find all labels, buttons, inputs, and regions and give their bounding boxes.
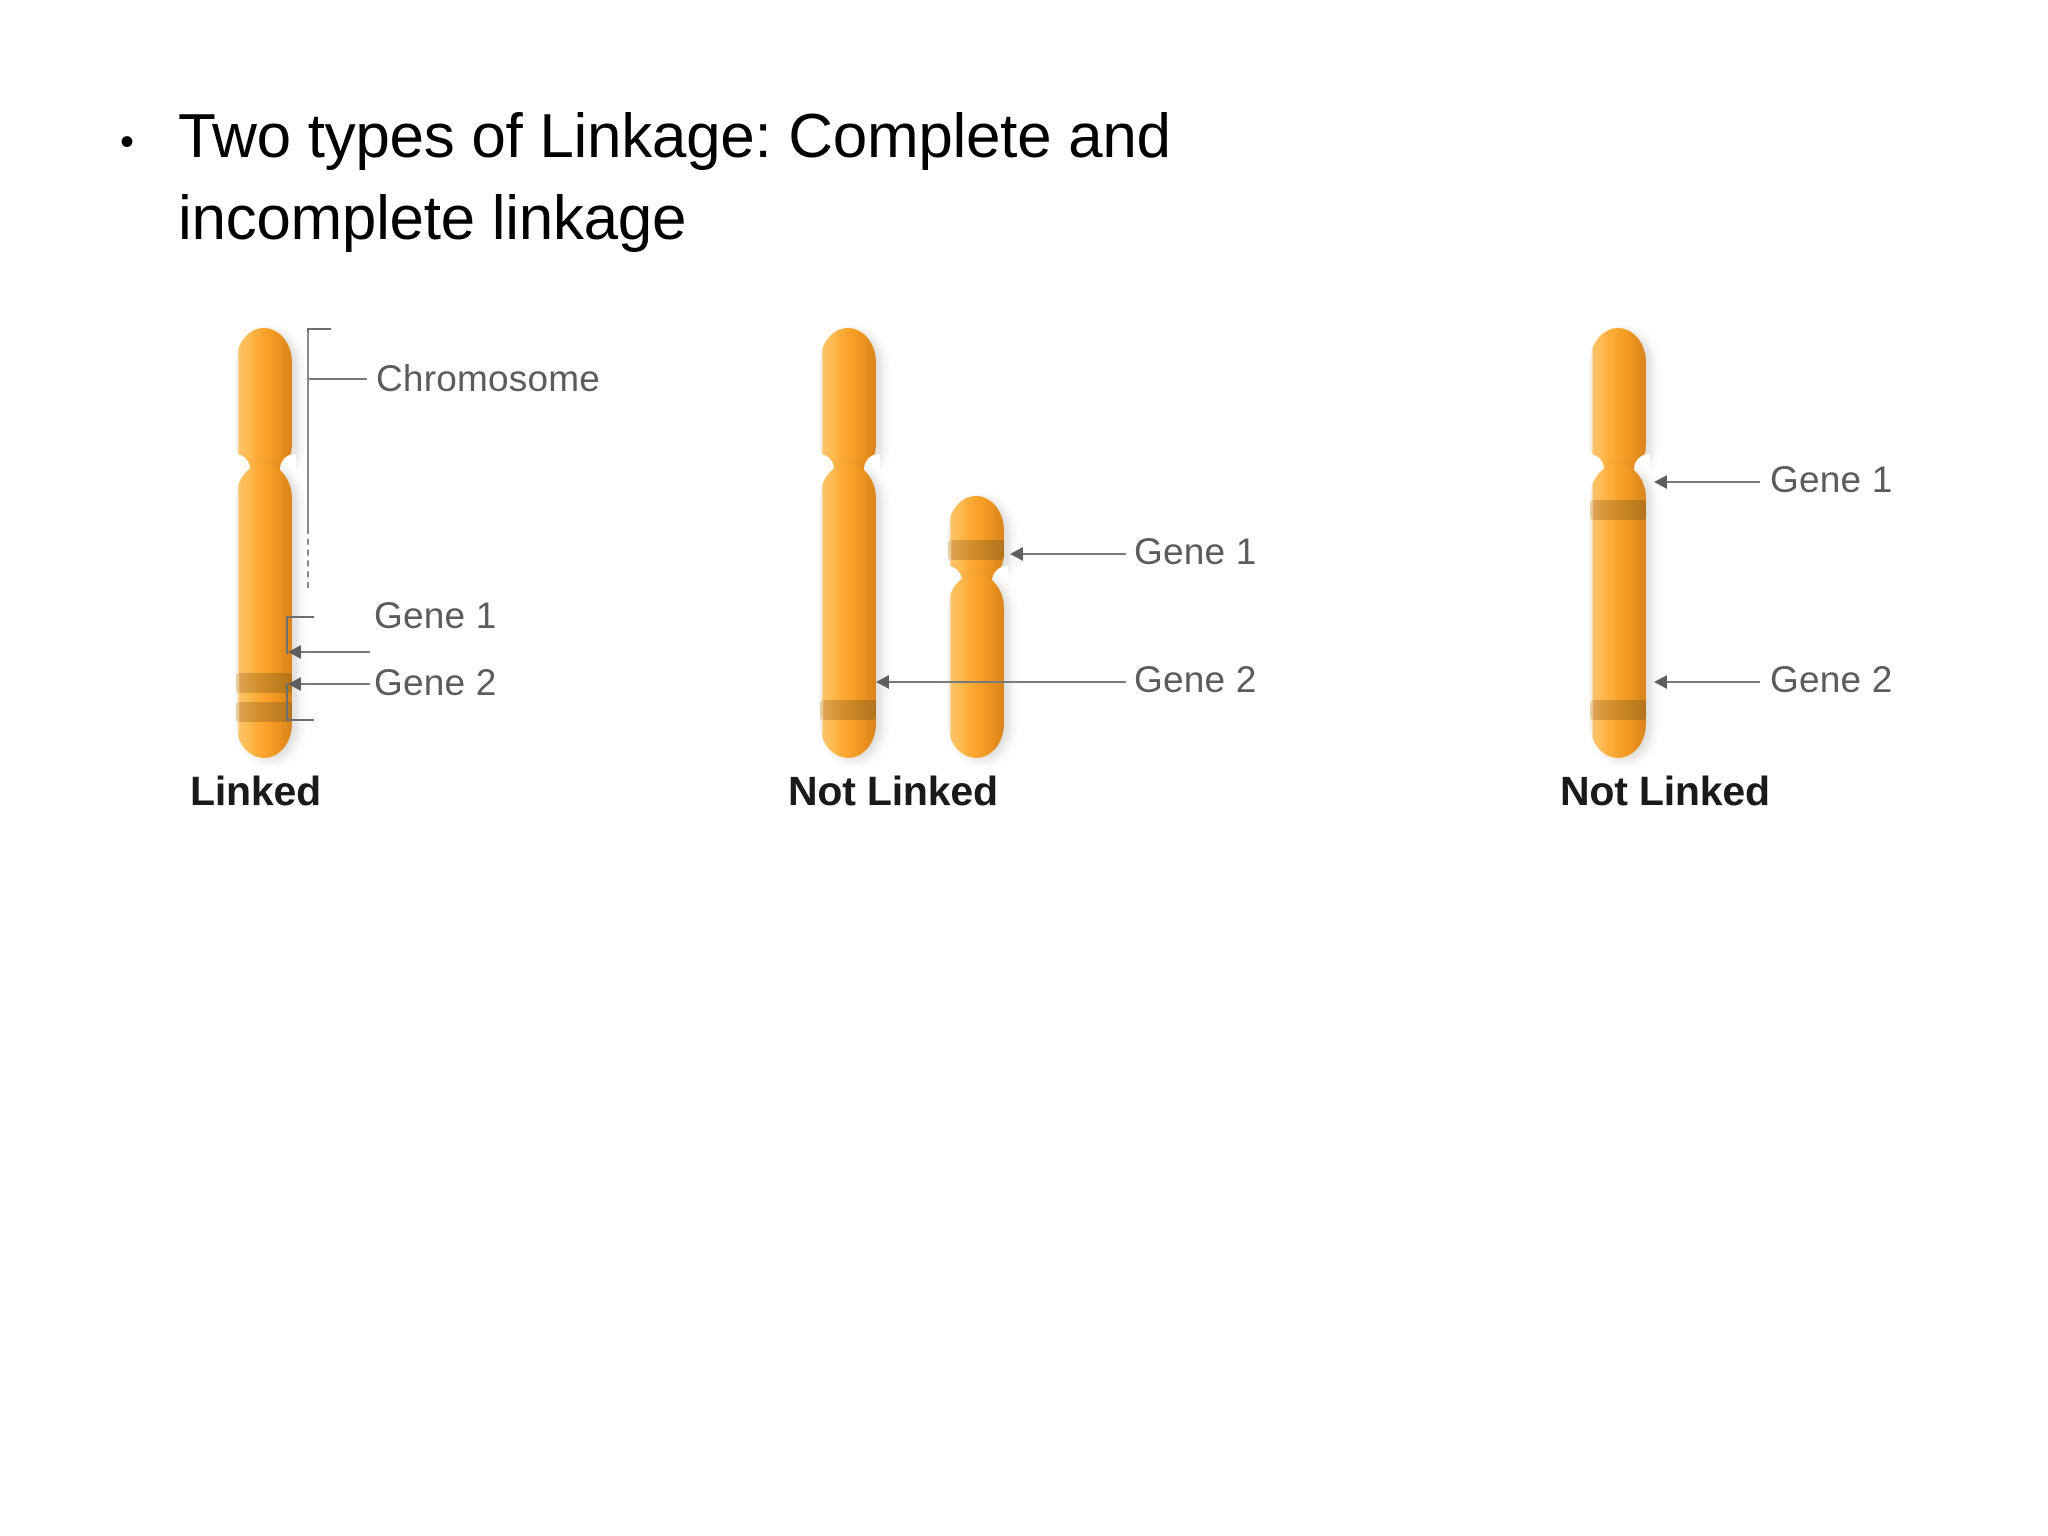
gene1-arrowhead-icon-3: [1654, 475, 1667, 489]
gene-band-2: [236, 702, 292, 722]
label-gene-1-panel3: Gene 1: [1770, 459, 1893, 500]
caption-not-linked-1: Not Linked: [788, 768, 998, 814]
label-gene-2-panel3: Gene 2: [1770, 659, 1893, 700]
gene2-hook: [286, 683, 314, 721]
gene-band-1: [236, 673, 292, 693]
page-title: Two types of Linkage: Complete and incom…: [178, 96, 1171, 261]
gene1-arrowhead-icon: [288, 645, 301, 659]
slide-title-block: • Two types of Linkage: Complete and inc…: [120, 96, 1600, 261]
chromosome-bracket-line: [307, 328, 309, 528]
title-line-1: Two types of Linkage: Complete and: [178, 102, 1171, 171]
chromosome-leader-line: [309, 378, 367, 380]
chromosome-bracket-line-dashed: [307, 528, 309, 588]
panel-linked: Chromosome Gene 1 Gene 2 Linked: [190, 300, 770, 1120]
chromosome-distant-genes: [1588, 328, 1650, 758]
linkage-diagram: Chromosome Gene 1 Gene 2 Linked: [0, 300, 2048, 1120]
gene-band-1-short: [948, 540, 1004, 560]
chromosome-linked: [234, 328, 296, 758]
caption-linked: Linked: [190, 768, 321, 814]
panel-not-linked-2: Gene 1 Gene 2 Not Linked: [1560, 300, 2040, 1120]
chromosome-distant-upper-arm: [1590, 328, 1646, 478]
gene2-arrowhead-icon-2: [876, 675, 889, 689]
label-gene-2: Gene 2: [374, 662, 497, 703]
gene-band-1-upper: [1590, 500, 1646, 520]
gene-band-2-long: [820, 700, 876, 720]
gene1-leader-line: [300, 651, 370, 653]
panel-not-linked-1: Gene 1 Gene 2 Not Linked: [788, 300, 1400, 1120]
gene-band-2-lower: [1590, 700, 1646, 720]
title-bullet-row: • Two types of Linkage: Complete and inc…: [120, 96, 1600, 261]
chromosome-short: [946, 496, 1008, 758]
chromosome-upper-arm: [236, 328, 292, 478]
gene2-arrowhead-icon: [288, 677, 301, 691]
gene1-leader-line-3: [1666, 481, 1760, 483]
chromosome-long-upper-arm: [820, 328, 876, 478]
chromosome-long: [818, 328, 880, 758]
gene1-arrowhead-icon-2: [1010, 547, 1023, 561]
gene2-leader-line-2: [888, 681, 1126, 683]
gene2-leader-line-3: [1666, 681, 1760, 683]
chromosome-short-lower-arm: [948, 574, 1004, 758]
label-gene-1: Gene 1: [374, 595, 497, 636]
label-chromosome: Chromosome: [376, 358, 601, 399]
label-gene-1-panel2: Gene 1: [1134, 531, 1257, 572]
title-line-2: incomplete linkage: [178, 184, 687, 254]
label-gene-2-panel2: Gene 2: [1134, 659, 1257, 700]
gene1-hook: [286, 616, 314, 654]
gene2-leader-line: [300, 683, 370, 685]
caption-not-linked-2: Not Linked: [1560, 768, 1770, 814]
bullet-icon: •: [120, 120, 135, 164]
gene2-arrowhead-icon-3: [1654, 675, 1667, 689]
gene1-leader-line-2: [1022, 553, 1126, 555]
chromosome-bracket-top: [307, 328, 331, 332]
